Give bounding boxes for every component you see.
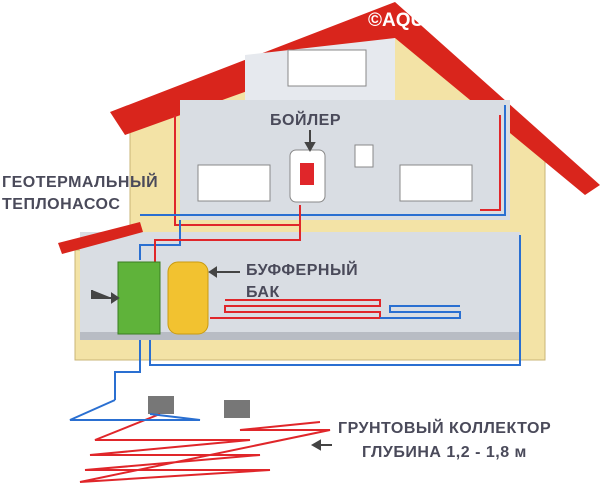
- radiator-right: [399, 164, 473, 202]
- collector-manifold-2: [224, 400, 250, 418]
- radiator-left: [197, 164, 271, 202]
- buffer-tank: [167, 261, 209, 335]
- label-boiler: БОЙЛЕР: [270, 112, 342, 129]
- label-heat-pump-line1: ГЕОТЕРМАЛЬНЫЙ: [2, 174, 159, 191]
- watermark: ©AQUA-RMNT.COM: [368, 10, 547, 31]
- label-buffer-line1: БУФФЕРНЫЙ: [246, 262, 359, 279]
- floor-heating-cold: [380, 305, 461, 319]
- label-collector-line2: ГЛУБИНА 1,2 - 1,8 м: [362, 444, 527, 461]
- heat-pump-unit: [117, 261, 161, 335]
- label-buffer-line2: БАК: [246, 284, 280, 301]
- ground-collector: [69, 399, 331, 483]
- radiator-attic: [287, 49, 367, 87]
- water-heater: [354, 144, 374, 168]
- annex-roof: [58, 222, 143, 254]
- upper-floor-room: [180, 100, 510, 220]
- collector-manifold-1: [148, 396, 174, 414]
- label-collector-line1: ГРУНТОВЫЙ КОЛЛЕКТОР: [338, 420, 552, 437]
- label-heat-pump-line2: ТЕПЛОНАСОС: [2, 196, 121, 213]
- roof: [110, 2, 600, 195]
